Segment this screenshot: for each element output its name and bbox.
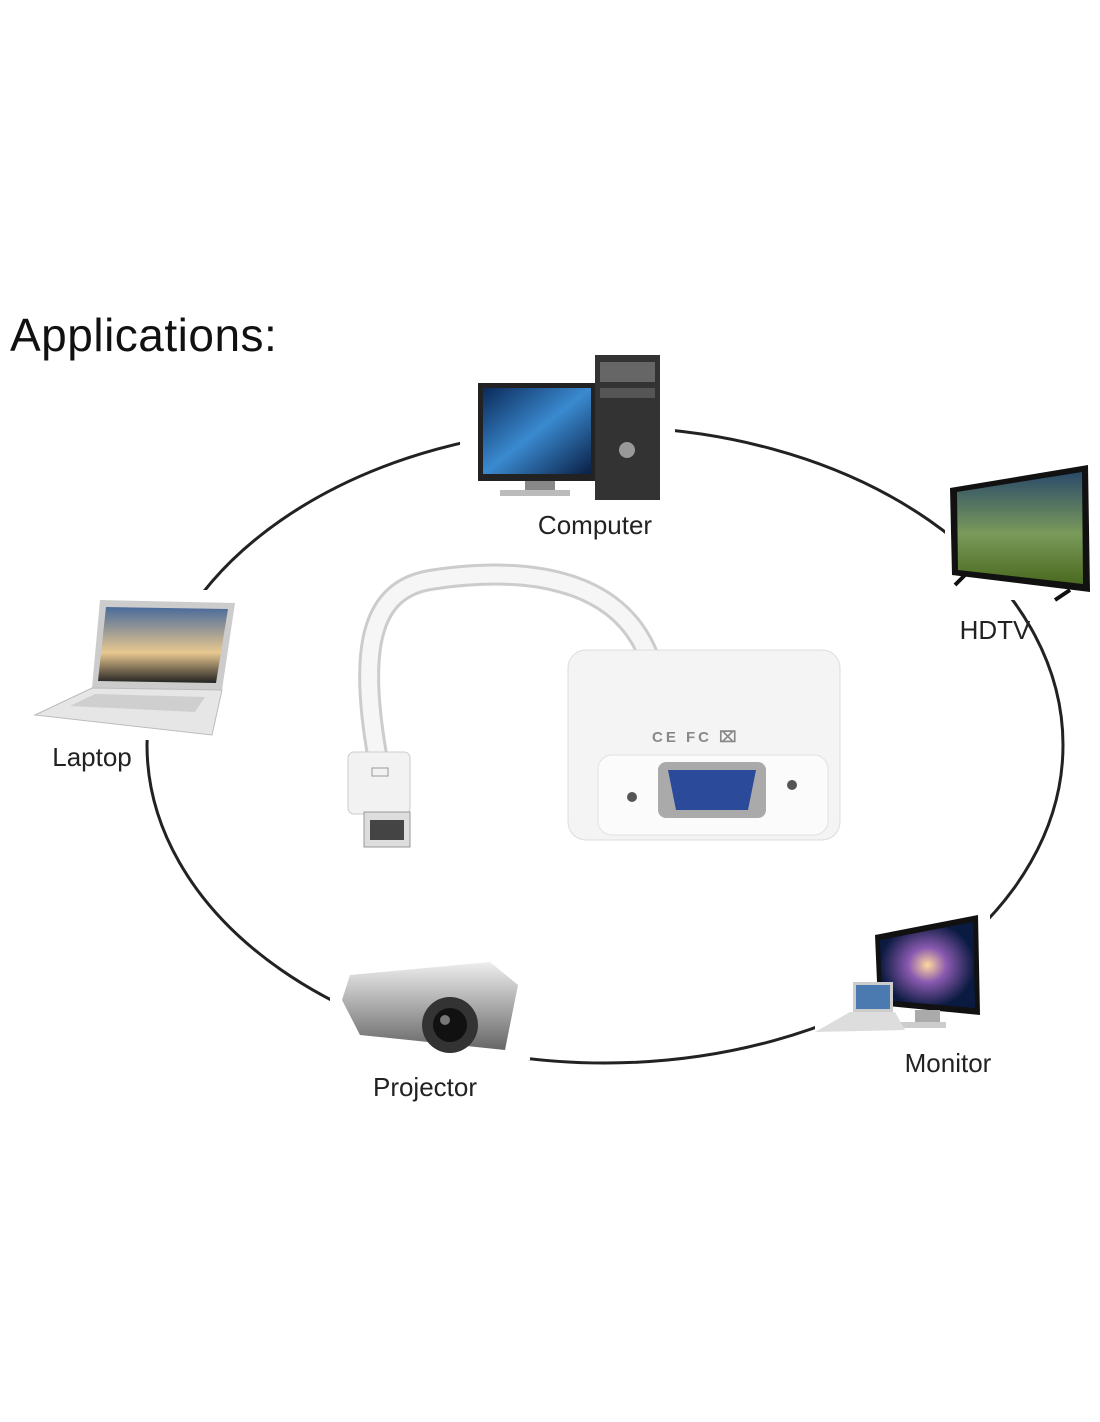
label-hdtv: HDTV (959, 615, 1031, 645)
monitor-icon (815, 905, 990, 1040)
projector-icon (330, 955, 530, 1060)
certification-marks: CE FC ⌧ (652, 729, 740, 746)
computer-icon (460, 345, 675, 510)
laptop-icon (30, 590, 240, 740)
page-title: Applications: (10, 309, 278, 361)
hdtv-icon (945, 460, 1093, 602)
label-monitor: Monitor (904, 1048, 992, 1078)
label-computer: Computer (537, 510, 653, 540)
label-projector: Projector (372, 1072, 478, 1102)
label-laptop: Laptop (52, 742, 132, 772)
minidp-to-vga-adapter (347, 563, 841, 848)
